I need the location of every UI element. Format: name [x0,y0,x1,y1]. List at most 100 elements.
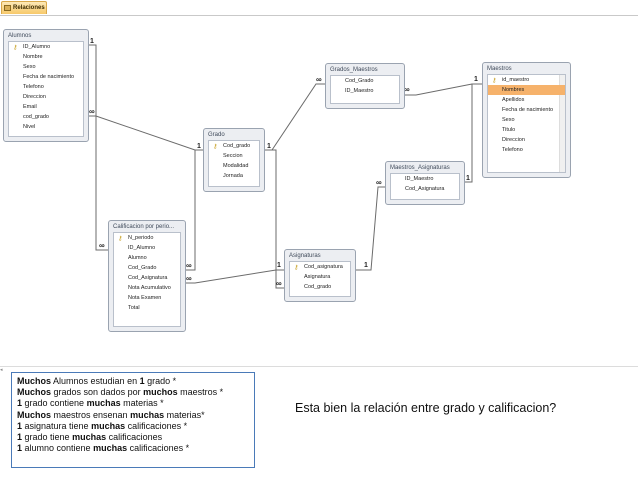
note-text: Alumnos estudian en [51,376,140,386]
field-row[interactable]: Nota Acumulativo [114,283,180,293]
note-bold: muchas [93,443,128,454]
marker-many: ∞ [404,85,410,94]
rel-maestros-maestros-asignaturas [465,83,482,183]
tab-label: Relaciones [13,5,45,11]
field-label: Nota Acumulativo [128,285,171,291]
field-row[interactable]: ⚷N_periodo [114,233,180,243]
field-label: Direccion [23,94,46,100]
note-text: grado * [144,376,177,386]
field-row[interactable]: ID_Alumno [114,243,180,253]
field-row[interactable]: Direccion [488,135,565,145]
field-row[interactable]: Nota Examen [114,293,180,303]
field-label: Telefono [502,147,523,153]
table-title: Grados_Maestros [330,67,378,73]
table-alumnos[interactable]: Alumnos ⚷ID_Alumno Nombre Sexo Fecha de … [3,29,89,142]
note-bold: Muchos [17,376,52,386]
field-label: Telefono [23,84,44,90]
field-row[interactable]: ⚷ID_Alumno [9,42,83,52]
field-row[interactable]: ⚷ Cod_grado [209,141,259,151]
field-label: Cod_grado [223,143,251,149]
field-list: ⚷ID_Alumno Nombre Sexo Fecha de nacimien… [8,41,84,137]
field-row-selected[interactable]: Nombres [488,85,565,95]
field-row[interactable]: ⚷Cod_asignatura [290,262,350,272]
field-label: Nivel [23,124,36,130]
question-text: Esta bien la relación entre grado y cali… [295,401,557,415]
field-label: Cod_asignatura [304,264,343,270]
note-bold: muchas [86,398,121,409]
field-label: N_periodo [128,235,154,241]
field-label: Fecha de nacimiento [23,74,75,80]
field-row[interactable]: ID_Maestro [331,86,399,96]
field-row[interactable]: cod_grado [9,112,83,122]
field-label: Sexo [23,64,36,70]
field-row[interactable]: ⚷id_maestro [488,75,565,85]
scrollbar[interactable] [559,75,565,172]
field-label: Email [23,104,37,110]
field-row[interactable]: Telefono [9,82,83,92]
table-grado[interactable]: Grado ⚷ Cod_grado Seccion Modalidad Jorna… [203,128,265,192]
field-row[interactable]: Nombre [9,52,83,62]
tab-relaciones[interactable]: Relaciones [1,1,47,14]
note-bold: 1 [17,443,23,454]
field-label: Sexo [502,117,515,123]
table-maestros-asignaturas[interactable]: Maestros_Asignaturas ID_Maestro Cod_Asig… [385,161,465,205]
field-row[interactable]: Email [9,102,83,112]
field-row[interactable]: Sexo [488,115,565,125]
note-bold: 1 [17,420,23,431]
field-row[interactable]: Titulo [488,125,565,135]
field-row[interactable]: Cod_grado [290,282,350,292]
marker-one: 1 [466,175,470,182]
note-bold: 1 [17,398,23,409]
note-text: asignatura tiene [22,420,92,431]
canvas-corner-glyph: ◂ [0,367,3,373]
note-line: 1 grado tiene muchas calificaciones [17,432,249,443]
field-row[interactable]: Nivel [9,122,83,132]
field-row[interactable]: Cod_Grado [331,76,399,86]
field-list: ⚷id_maestro Nombres Apellidos Fecha de n… [487,74,566,173]
field-row[interactable]: Total [114,303,180,313]
field-label: Cod_grado [304,284,332,290]
table-title: Grado [208,132,225,138]
canvas-bottom-divider [0,366,638,367]
field-row[interactable]: Cod_Grado [114,263,180,273]
marker-many: ∞ [186,274,192,283]
field-label: Cod_Grado [128,265,157,271]
note-line: Muchos maestros ensenan muchas materias* [17,410,249,421]
field-row[interactable]: Apellidos [488,95,565,105]
field-label: Apellidos [502,97,525,103]
note-bold: muchos [143,387,178,398]
note-bold: muchas [91,420,126,431]
field-row[interactable]: Alumno [114,253,180,263]
field-row[interactable]: Cod_Asignatura [391,184,459,194]
field-row[interactable]: Direccion [9,92,83,102]
primary-key-icon: ⚷ [213,144,218,150]
note-line: Muchos grados son dados por muchos maest… [17,387,249,398]
field-row[interactable]: Fecha de nacimiento [488,105,565,115]
primary-key-icon: ⚷ [13,45,18,51]
marker-one: 1 [474,76,478,83]
marker-one: 1 [267,143,271,150]
note-text: calificaciones [106,432,163,443]
field-row[interactable]: ID_Maestro [391,174,459,184]
marker-many: ∞ [376,178,382,187]
table-maestros[interactable]: Maestros ⚷id_maestro Nombres Apellidos F… [482,62,571,178]
field-row[interactable]: Jornada [209,171,259,181]
note-text: grado contiene [22,398,87,409]
field-row[interactable]: Telefono [488,145,565,155]
field-label: ID_Maestro [345,88,374,94]
field-row[interactable]: Fecha de nacimiento [9,72,83,82]
table-asignaturas[interactable]: Asignaturas ⚷Cod_asignatura Asignatura C… [284,249,356,302]
note-bold: Muchos [17,409,52,420]
field-row[interactable]: Sexo [9,62,83,72]
note-text: maestros * [177,387,224,398]
field-row[interactable]: Seccion [209,151,259,161]
field-row[interactable]: Modalidad [209,161,259,171]
marker-many: ∞ [89,107,95,116]
relationship-notes-box: Muchos Alumnos estudian en 1 grado * Muc… [11,372,255,468]
field-row[interactable]: Cod_Asignatura [114,273,180,283]
rel-grado-grados-maestros [264,83,325,151]
table-calificacion[interactable]: Calificacion por perio... ⚷N_periodo ID_… [108,220,186,332]
note-text: materias* [164,409,205,420]
field-row[interactable]: Asignatura [290,272,350,282]
table-grados-maestros[interactable]: Grados_Maestros Cod_Grado ID_Maestro [325,63,405,109]
